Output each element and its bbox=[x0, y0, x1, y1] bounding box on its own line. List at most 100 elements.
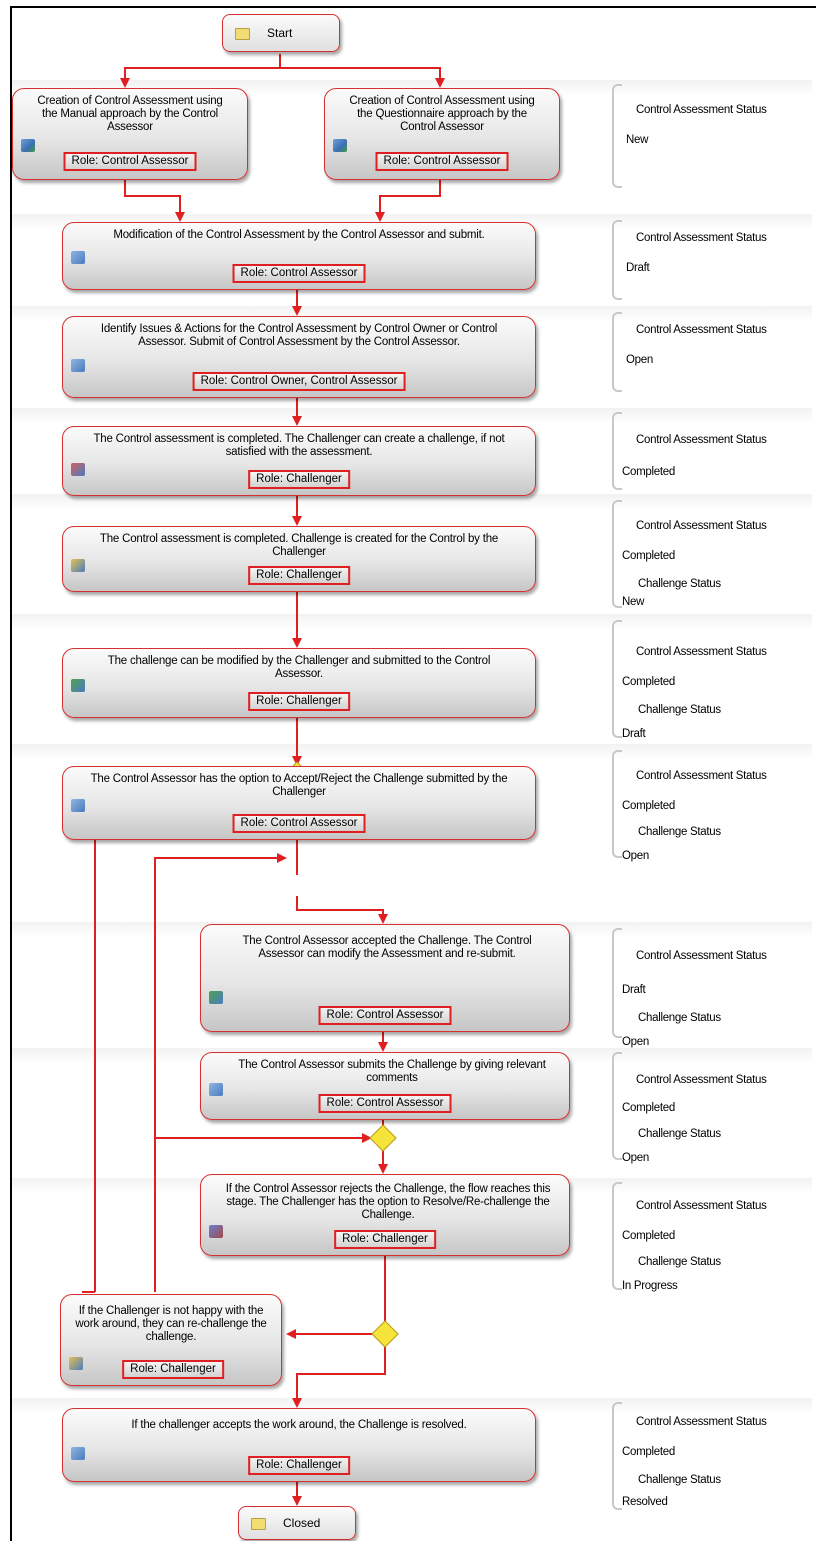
role-label: Role: Challenger bbox=[334, 1230, 436, 1249]
end-node[interactable]: Closed bbox=[238, 1506, 356, 1540]
challenge-status-value: Open bbox=[622, 1036, 649, 1048]
step-challenge-accepted[interactable]: The Control Assessor accepted the Challe… bbox=[200, 924, 570, 1032]
resolved-icon bbox=[71, 1447, 85, 1460]
status-heading: Control Assessment Status bbox=[636, 1074, 767, 1086]
comment-icon bbox=[209, 1083, 223, 1096]
step-submit-comments[interactable]: The Control Assessor submits the Challen… bbox=[200, 1052, 570, 1120]
status-separator bbox=[612, 1402, 622, 1510]
challenge-status-heading: Challenge Status bbox=[638, 826, 721, 838]
step-identify-issues[interactable]: Identify Issues & Actions for the Contro… bbox=[62, 316, 536, 398]
folder-icon bbox=[235, 28, 250, 40]
challenge-status-heading: Challenge Status bbox=[638, 1256, 721, 1268]
step-challenge-created[interactable]: The Control assessment is completed. Cha… bbox=[62, 526, 536, 592]
challenge-status-heading: Challenge Status bbox=[638, 704, 721, 716]
status-separator bbox=[612, 500, 622, 608]
status-value: Completed bbox=[622, 1446, 675, 1458]
start-node[interactable]: Start bbox=[222, 14, 340, 52]
status-heading: Control Assessment Status bbox=[636, 1200, 767, 1212]
status-heading: Control Assessment Status bbox=[636, 646, 767, 658]
role-label: Role: Control Assessor bbox=[318, 1094, 452, 1113]
step-text: The Control assessment is completed. The… bbox=[93, 433, 505, 458]
status-separator bbox=[612, 1052, 622, 1160]
edge bbox=[292, 1346, 386, 1408]
status-heading: Control Assessment Status bbox=[636, 434, 767, 446]
status-heading: Control Assessment Status bbox=[636, 1416, 767, 1428]
edit-document-icon bbox=[71, 251, 85, 264]
edge bbox=[375, 180, 441, 222]
edge bbox=[94, 769, 152, 1292]
role-label: Role: Control Owner, Control Assessor bbox=[192, 372, 406, 391]
status-value: Completed bbox=[622, 800, 675, 812]
status-value: Draft bbox=[622, 984, 646, 996]
status-value: Draft bbox=[626, 262, 650, 274]
status-separator bbox=[612, 928, 622, 1038]
step-text: The challenge can be modified by the Cha… bbox=[107, 655, 491, 680]
step-modify-challenge[interactable]: The challenge can be modified by the Cha… bbox=[62, 648, 536, 718]
step-text: Modification of the Control Assessment b… bbox=[113, 229, 485, 241]
status-heading: Control Assessment Status bbox=[636, 520, 767, 532]
step-assessment-completed[interactable]: The Control assessment is completed. The… bbox=[62, 426, 536, 496]
step-text: The Control Assessor has the option to A… bbox=[90, 773, 508, 798]
step-manual-creation[interactable]: Creation of Control Assessment using the… bbox=[12, 88, 248, 180]
step-modify-assessment[interactable]: Modification of the Control Assessment b… bbox=[62, 222, 536, 290]
step-text: If the challenger accepts the work aroun… bbox=[131, 1419, 467, 1431]
step-text: Creation of Control Assessment using the… bbox=[37, 95, 223, 133]
status-heading: Control Assessment Status bbox=[636, 950, 767, 962]
role-label: Role: Challenger bbox=[248, 1456, 350, 1475]
questionnaire-icon bbox=[333, 139, 347, 152]
status-heading: Control Assessment Status bbox=[636, 232, 767, 244]
issues-icon bbox=[71, 359, 85, 372]
status-heading: Control Assessment Status bbox=[636, 104, 767, 116]
decision-diamond bbox=[369, 1124, 397, 1152]
challenge-status-heading: Challenge Status bbox=[638, 578, 721, 590]
step-text: The Control assessment is completed. Cha… bbox=[99, 533, 499, 558]
status-value: Completed bbox=[622, 1230, 675, 1242]
status-separator bbox=[612, 84, 622, 188]
decision-diamond bbox=[371, 1320, 399, 1348]
step-rechallenge[interactable]: If the Challenger is not happy with the … bbox=[60, 1294, 282, 1386]
step-challenge-rejected[interactable]: If the Control Assessor rejects the Chal… bbox=[200, 1174, 570, 1256]
create-challenge-icon bbox=[71, 559, 85, 572]
status-value: Completed bbox=[622, 676, 675, 688]
status-separator bbox=[612, 312, 622, 392]
role-label: Role: Challenger bbox=[248, 692, 350, 711]
challenge-status-value: In Progress bbox=[622, 1280, 678, 1292]
status-value: New bbox=[626, 134, 649, 146]
reject-icon bbox=[209, 1225, 223, 1238]
edge bbox=[124, 180, 185, 222]
decision-icon bbox=[71, 799, 85, 812]
challenge-status-heading: Challenge Status bbox=[638, 1012, 721, 1024]
challenge-status-value: Draft bbox=[622, 728, 646, 740]
edge bbox=[154, 853, 287, 1292]
status-value: Open bbox=[626, 354, 653, 366]
status-separator bbox=[612, 750, 622, 858]
role-label: Role: Challenger bbox=[122, 1360, 224, 1379]
rechallenge-icon bbox=[69, 1357, 83, 1370]
status-value: Completed bbox=[622, 550, 675, 562]
start-label: Start bbox=[267, 26, 293, 40]
step-text: Creation of Control Assessment using the… bbox=[349, 95, 535, 133]
left-border bbox=[10, 8, 12, 1541]
role-label: Role: Challenger bbox=[248, 566, 350, 585]
role-label: Role: Control Assessor bbox=[63, 152, 197, 171]
edge bbox=[120, 54, 281, 88]
status-separator bbox=[612, 620, 622, 738]
status-value: Completed bbox=[622, 1102, 675, 1114]
step-text: If the Control Assessor rejects the Chal… bbox=[225, 1183, 551, 1221]
step-challenge-resolved[interactable]: If the challenger accepts the work aroun… bbox=[62, 1408, 536, 1482]
challenge-status-value: Resolved bbox=[622, 1496, 668, 1508]
step-accept-reject[interactable]: The Control Assessor has the option to A… bbox=[62, 766, 536, 840]
edge bbox=[280, 67, 445, 88]
challenge-icon bbox=[71, 463, 85, 476]
status-separator bbox=[612, 220, 622, 300]
step-questionnaire-creation[interactable]: Creation of Control Assessment using the… bbox=[324, 88, 560, 180]
step-text: The Control Assessor accepted the Challe… bbox=[242, 935, 532, 960]
status-value: Completed bbox=[622, 466, 675, 478]
status-separator bbox=[612, 1182, 622, 1290]
step-text: The Control Assessor submits the Challen… bbox=[238, 1059, 546, 1084]
challenge-status-heading: Challenge Status bbox=[638, 1128, 721, 1140]
role-label: Role: Control Assessor bbox=[232, 264, 366, 283]
top-border bbox=[10, 6, 816, 8]
role-label: Role: Control Assessor bbox=[318, 1006, 452, 1025]
